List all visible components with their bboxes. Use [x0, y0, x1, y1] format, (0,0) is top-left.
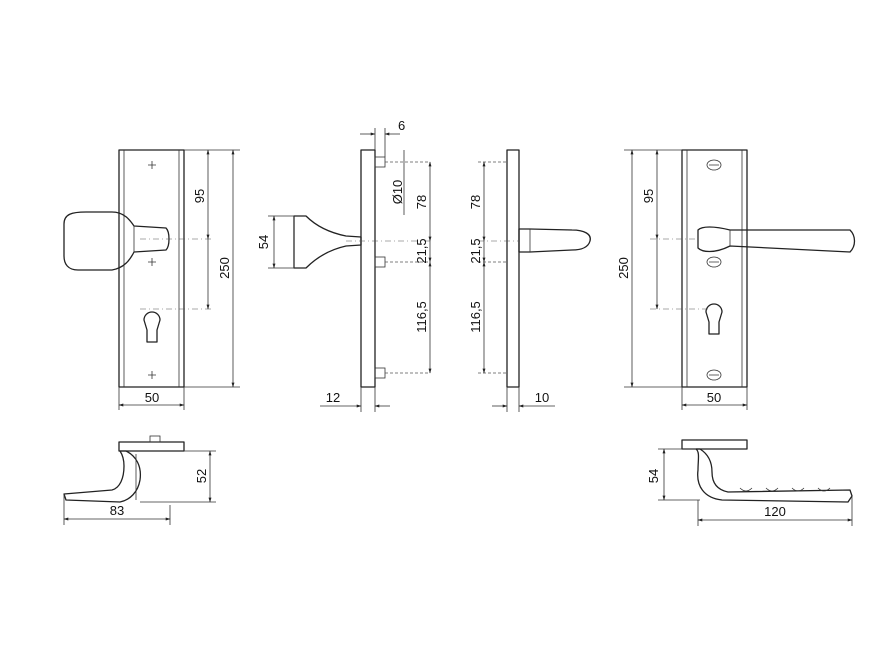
top-view-knob: 52 83: [63, 435, 216, 525]
dim-78: 78: [468, 195, 483, 209]
dim-21-5: 21,5: [468, 238, 483, 263]
plate-side-outline: [360, 149, 376, 388]
dim-10: 10: [535, 390, 549, 405]
keyhole-icon: [143, 311, 161, 343]
rose-outline: [118, 441, 185, 452]
keyhole-icon: [705, 303, 723, 335]
dim-250: 250: [616, 257, 631, 279]
rose-outline: [681, 439, 748, 450]
dim-6: 6: [398, 118, 405, 133]
dim-52: 52: [194, 469, 209, 483]
backplate-outline: [118, 149, 185, 388]
dim-50: 50: [145, 390, 159, 405]
knob-outline: [63, 211, 170, 271]
front-view-lever-plate: 95 250 50: [616, 149, 856, 410]
front-view-knob-plate: 95 250 50: [63, 149, 240, 410]
dim-pin-diameter: Ø10: [390, 180, 405, 205]
knob-side-outline: [293, 215, 362, 269]
grip-ridges: [739, 487, 831, 492]
dim-120: 120: [764, 504, 786, 519]
dim-95: 95: [641, 189, 656, 203]
side-view-knob-plate: 6 Ø10 78 21,5 116,5 54 12: [256, 118, 432, 412]
screw-icon: [706, 369, 722, 381]
dim-78: 78: [414, 195, 429, 209]
dim-12: 12: [326, 390, 340, 405]
backplate-outline: [681, 149, 748, 388]
dim-54: 54: [646, 469, 661, 483]
lever-top-outline: [695, 448, 853, 503]
screw-mark: [148, 371, 156, 379]
dim-50: 50: [707, 390, 721, 405]
screw-mark: [148, 161, 156, 169]
dim-250: 250: [217, 257, 232, 279]
screw-icon: [706, 256, 722, 268]
plate-side-outline: [506, 149, 520, 388]
dim-116-5: 116,5: [468, 301, 483, 333]
screw-mark: [148, 258, 156, 266]
lever-outline: [697, 226, 856, 253]
knob-top-outline: [63, 450, 142, 503]
dim-54: 54: [256, 235, 271, 249]
dim-21-5: 21,5: [414, 238, 429, 263]
dim-116-5: 116,5: [414, 301, 429, 333]
top-view-lever: 54 120: [646, 439, 853, 526]
dim-95: 95: [192, 189, 207, 203]
screw-icon: [706, 159, 722, 171]
lever-side-outline: [518, 228, 591, 253]
side-view-lever-plate: 78 21,5 116,5 10: [468, 149, 591, 412]
dim-83: 83: [110, 503, 124, 518]
